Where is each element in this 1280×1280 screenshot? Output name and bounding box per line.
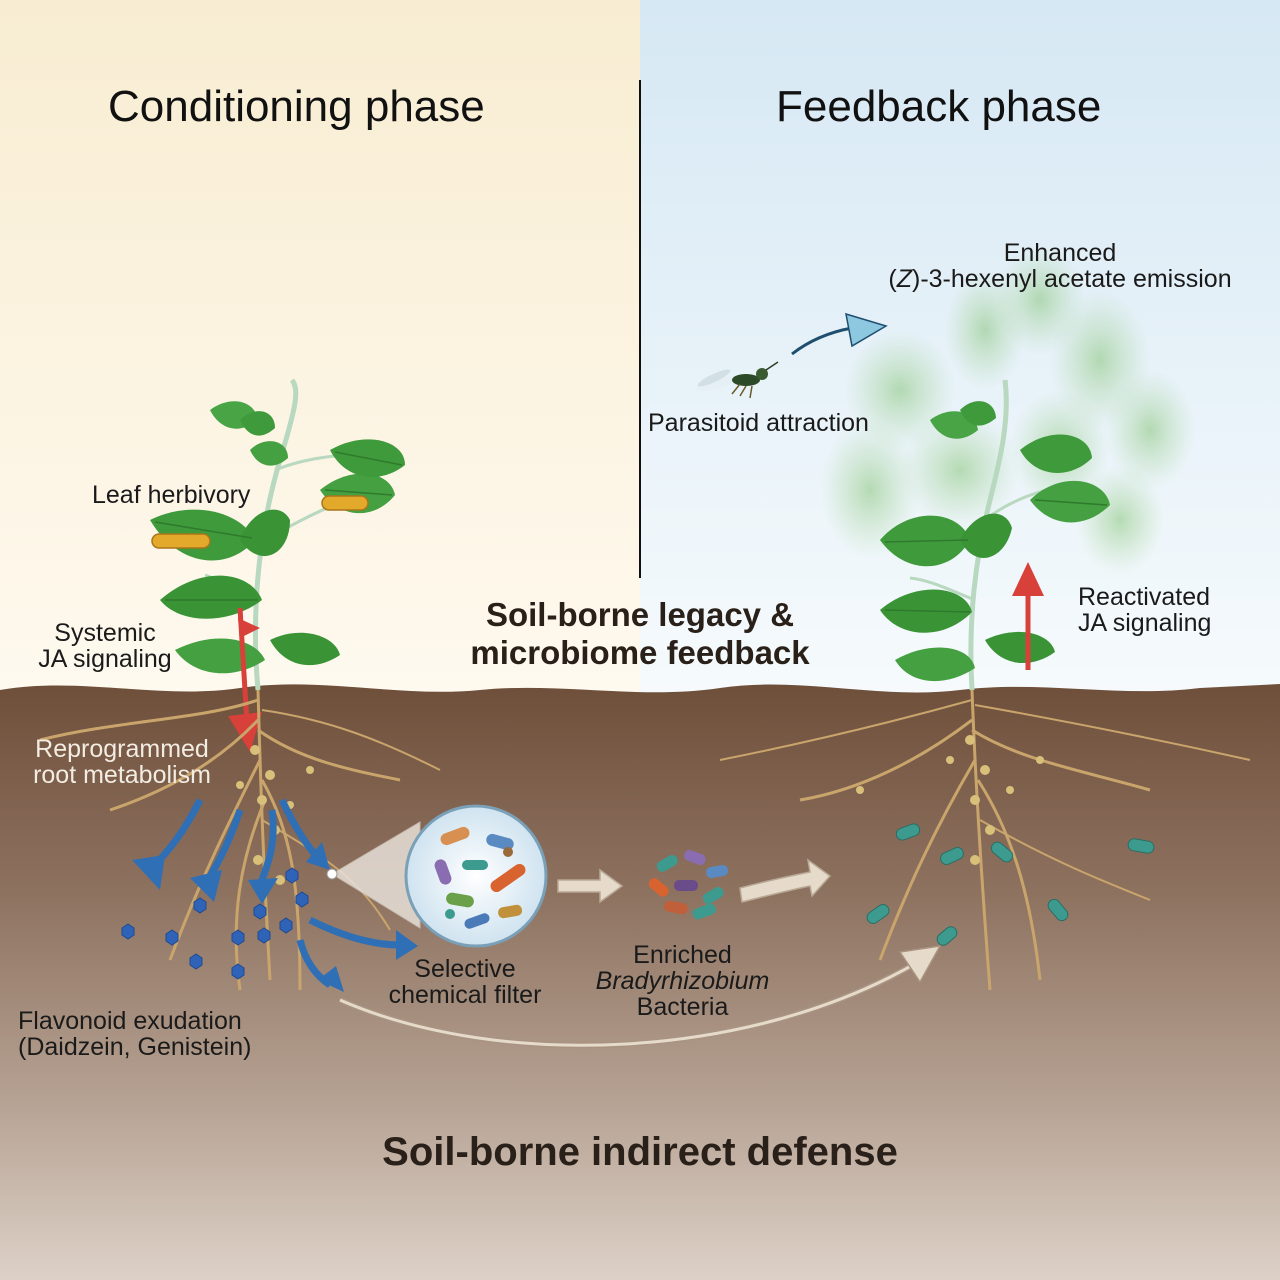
enriched-bacteria-icon [648, 849, 729, 920]
soil-layer [0, 684, 1280, 1280]
bacteria-icon [434, 826, 526, 929]
filter-arrow [557, 868, 624, 904]
caterpillar-icon [151, 495, 369, 549]
selective-filter-label: Selective chemical filter [388, 955, 542, 1009]
enhanced-emission-label: Enhanced (Z)-3-hexenyl acetate emission [888, 239, 1232, 293]
reactivated-ja-label: Reactivated JA signaling [1078, 583, 1212, 637]
magnifier-circle-icon [404, 804, 548, 948]
wasp-icon [696, 361, 779, 399]
volatile-plume [820, 245, 1195, 575]
indirect-defense-title: Soil-borne indirect defense [382, 1130, 898, 1174]
right-plant [880, 379, 1110, 691]
leaf-herbivory-label: Leaf herbivory [92, 481, 251, 509]
right-roots [719, 689, 1251, 991]
flavonoid-hexagon-icon [121, 867, 309, 980]
attraction-arrow [791, 326, 853, 356]
conditioning-phase-title: Conditioning phase [108, 82, 485, 131]
feedback-phase-title: Feedback phase [776, 82, 1102, 131]
enriched-bacteria-label: Enriched Bradyrhizobium Bacteria [595, 941, 770, 1021]
enriched-arrow [739, 858, 832, 903]
legacy-title: Soil-borne legacy & microbiome feedback [470, 596, 810, 671]
flavonoid-label: Flavonoid exudation (Daidzein, Genistein… [18, 1007, 252, 1061]
colonizing-bacteria-icon [866, 823, 1155, 946]
systemic-ja-label: Systemic JA signaling [38, 619, 172, 673]
root-nodules-right [856, 735, 1044, 865]
sky-left [0, 0, 640, 720]
parasitoid-attraction-label: Parasitoid attraction [648, 409, 869, 437]
exudation-arrows [132, 798, 418, 992]
reprogrammed-root-label: Reprogrammed root metabolism [33, 735, 211, 789]
